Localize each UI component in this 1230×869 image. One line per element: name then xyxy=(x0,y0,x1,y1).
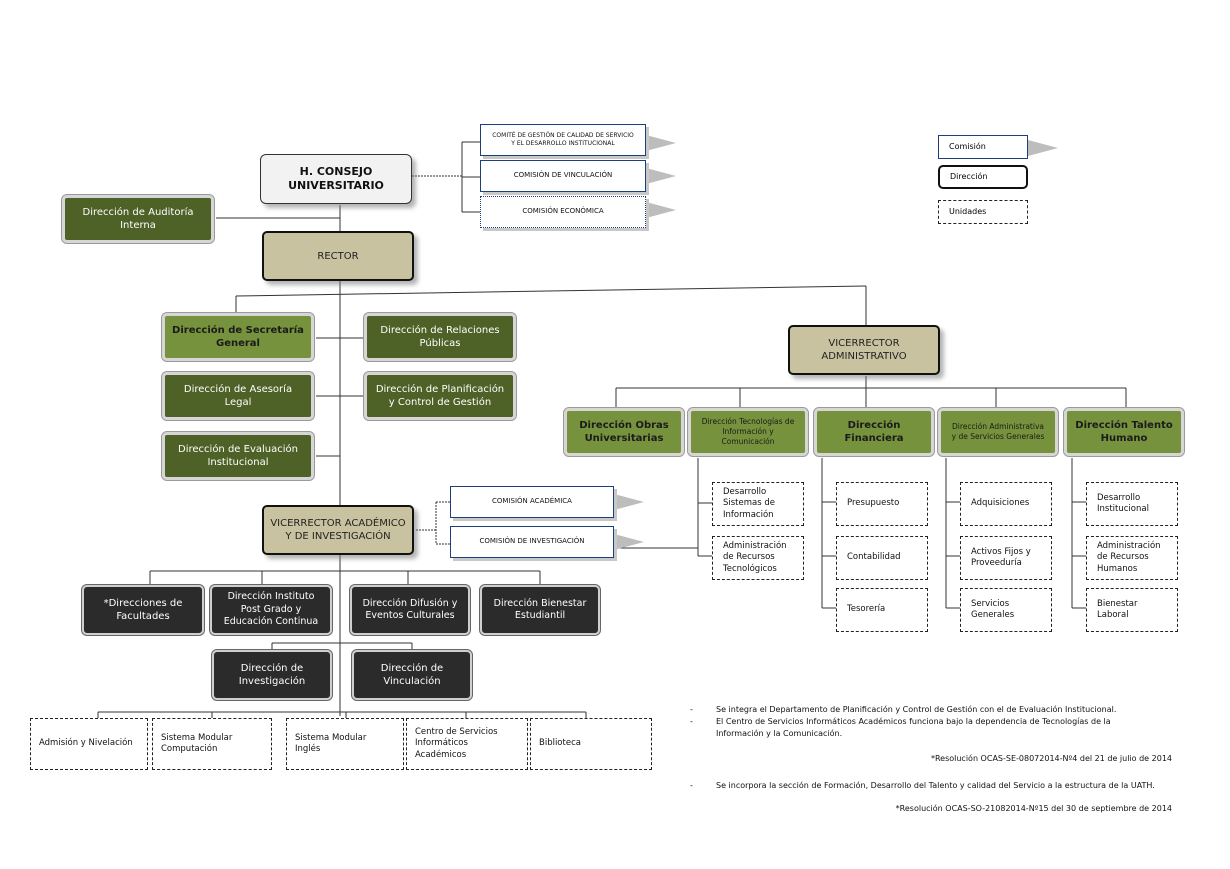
unit-activos-fijos[interactable]: Activos Fijos y Proveeduría xyxy=(960,536,1052,580)
connector xyxy=(235,285,867,297)
comision-economica-commission[interactable]: COMISIÓN ECONÓMICA xyxy=(480,196,646,228)
vicerrector-administrativo-node[interactable]: VICERRECTOR ADMINISTRATIVO xyxy=(788,325,940,375)
instituto-posgrado-node[interactable]: Dirección Instituto Post Grado y Educaci… xyxy=(209,584,333,636)
unit-biblioteca[interactable]: Biblioteca xyxy=(530,718,652,770)
unit-desarrollo-institucional[interactable]: Desarrollo Institucional xyxy=(1086,482,1178,526)
difusion-eventos-culturales-node[interactable]: Dirección Difusión y Eventos Culturales xyxy=(349,584,471,636)
unit-administracion-recursos-humanos[interactable]: Administración de Recursos Humanos xyxy=(1086,536,1178,580)
legend-comision: Comisión xyxy=(938,135,1028,159)
legend-unidades: Unidades xyxy=(938,200,1028,224)
legend-direccion: Dirección xyxy=(938,165,1028,189)
comite-gestion-calidad-commission[interactable]: COMITÉ DE GESTIÓN DE CALIDAD DE SERVICIO… xyxy=(480,124,646,156)
planificacion-control-node[interactable]: Dirección de Planificación y Control de … xyxy=(363,371,517,421)
unit-contabilidad[interactable]: Contabilidad xyxy=(836,536,928,580)
direcciones-facultades-node[interactable]: *Direcciones de Facultades xyxy=(81,584,205,636)
unit-adquisiciones[interactable]: Adquisiciones xyxy=(960,482,1052,526)
commission-shadow-arrow xyxy=(614,494,644,510)
note-dash: - xyxy=(690,705,693,714)
asesoria-legal-node[interactable]: Dirección de Asesoría Legal xyxy=(161,371,315,421)
unit-bienestar-laboral[interactable]: Bienestar Laboral xyxy=(1086,588,1178,632)
unit-presupuesto[interactable]: Presupuesto xyxy=(836,482,928,526)
comision-academica-commission[interactable]: COMISIÓN ACADÉMICA xyxy=(450,486,614,518)
unit-sistema-modular-ingles[interactable]: Sistema Modular Inglés xyxy=(286,718,404,770)
commission-shadow-arrow xyxy=(646,168,676,184)
commission-shadow-arrow xyxy=(614,534,644,550)
comision-vinculacion-commission[interactable]: COMISIÓN DE VINCULACIÓN xyxy=(480,160,646,192)
unit-administracion-recursos-tecnologicos[interactable]: Administración de Recursos Tecnológicos xyxy=(712,536,804,580)
commission-shadow-arrow xyxy=(646,135,676,151)
unit-servicios-generales[interactable]: Servicios Generales xyxy=(960,588,1052,632)
direccion-vinculacion-node[interactable]: Dirección de Vinculación xyxy=(351,649,473,701)
vicerrector-academico-node[interactable]: VICERRECTOR ACADÉMICO Y DE INVESTIGACIÓN xyxy=(262,505,414,555)
note-dash: - xyxy=(690,781,693,790)
administrativa-servicios-node[interactable]: Dirección Administrativa y de Servicios … xyxy=(937,407,1059,457)
bienestar-estudiantil-node[interactable]: Dirección Bienestar Estudiantil xyxy=(479,584,601,636)
unit-admision-nivelacion[interactable]: Admisión y Nivelación xyxy=(30,718,148,770)
direccion-financiera-node[interactable]: Dirección Financiera xyxy=(813,407,935,457)
comision-investigacion-commission[interactable]: COMISIÓN DE INVESTIGACIÓN xyxy=(450,526,614,558)
resolution-reference-2: *Resolución OCAS-SO-21082014-Nº15 del 30… xyxy=(895,804,1172,813)
commission-shadow-arrow xyxy=(646,202,676,218)
secretaria-general-node[interactable]: Dirección de Secretaría General xyxy=(161,312,315,362)
legend-shadow-arrow xyxy=(1028,140,1058,156)
auditoria-interna-node[interactable]: Dirección de Auditoría Interna xyxy=(61,194,215,244)
unit-desarrollo-sistemas[interactable]: Desarrollo Sistemas de Información xyxy=(712,482,804,526)
rector-node[interactable]: RECTOR xyxy=(262,231,414,281)
consejo-universitario-node[interactable]: H. CONSEJO UNIVERSITARIO xyxy=(260,154,412,204)
direccion-investigacion-node[interactable]: Dirección de Investigación xyxy=(211,649,333,701)
note-planificacion: Se integra el Departamento de Planificac… xyxy=(716,705,1117,714)
obras-universitarias-node[interactable]: Dirección Obras Universitarias xyxy=(563,407,685,457)
unit-centro-servicios-informaticos[interactable]: Centro de Servicios Informáticos Académi… xyxy=(406,718,528,770)
evaluacion-institucional-node[interactable]: Dirección de Evaluación Institucional xyxy=(161,431,315,481)
note-uath: Se incorpora la sección de Formación, De… xyxy=(716,781,1155,790)
tecnologias-informacion-node[interactable]: Dirección Tecnologías de Información y C… xyxy=(687,407,809,457)
unit-tesoreria[interactable]: Tesorería xyxy=(836,588,928,632)
relaciones-publicas-node[interactable]: Dirección de Relaciones Públicas xyxy=(363,312,517,362)
note-centro-servicios: El Centro de Servicios Informáticos Acad… xyxy=(716,717,1111,738)
unit-sistema-modular-computacion[interactable]: Sistema Modular Computación xyxy=(152,718,272,770)
resolution-reference-1: *Resolución OCAS-SE-08072014-Nº4 del 21 … xyxy=(930,754,1172,763)
talento-humano-node[interactable]: Dirección Talento Humano xyxy=(1063,407,1185,457)
note-dash: - xyxy=(690,717,693,726)
